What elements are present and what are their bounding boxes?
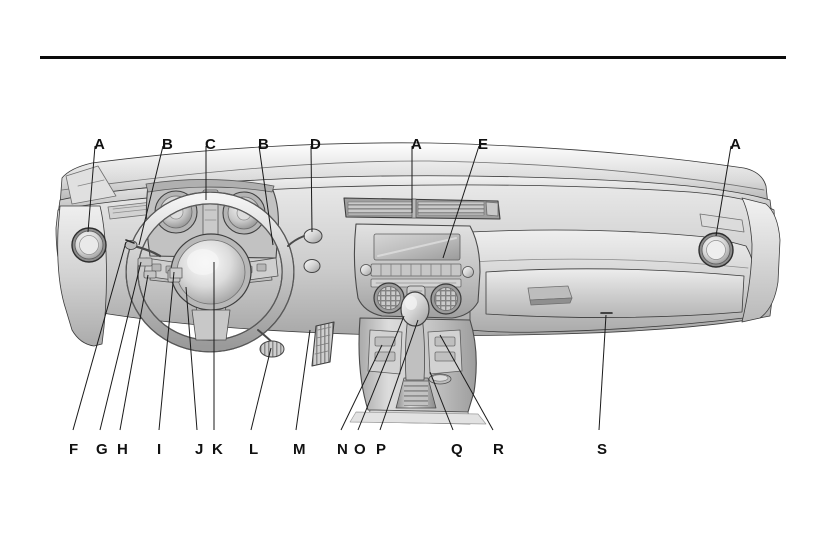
callout-label-a: A xyxy=(94,136,106,153)
callout-label-h: H xyxy=(117,441,129,458)
header-rule xyxy=(40,56,786,59)
callout-label-b2: B xyxy=(258,136,270,153)
callout-label-p: P xyxy=(376,441,387,458)
callout-label-l: L xyxy=(249,441,259,458)
callout-label-s: S xyxy=(597,441,608,458)
callout-label-j: J xyxy=(195,441,204,458)
callout-label-c: C xyxy=(205,136,217,153)
callout-label-e: E xyxy=(478,136,489,153)
callout-label-k: K xyxy=(212,441,224,458)
callout-label-f: F xyxy=(69,441,79,458)
callout-label-m: M xyxy=(293,441,306,458)
callout-label-i: I xyxy=(157,441,162,458)
callout-label-d: D xyxy=(310,136,322,153)
callout-label-a2: A xyxy=(411,136,423,153)
callout-label-b: B xyxy=(162,136,174,153)
callout-label-r: R xyxy=(493,441,505,458)
callout-label-a3: A xyxy=(730,136,742,153)
callout-label-g: G xyxy=(96,441,108,458)
callout-label-o: O xyxy=(354,441,366,458)
callout-label-n: N xyxy=(337,441,349,458)
callout-label-q: Q xyxy=(451,441,463,458)
